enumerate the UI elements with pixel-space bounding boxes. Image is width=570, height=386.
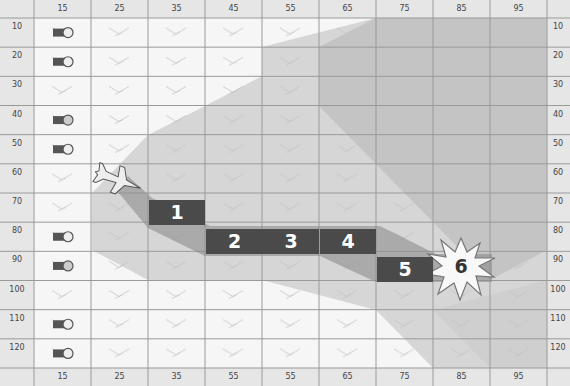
path-step: 2 (206, 229, 263, 254)
row-label: 10 (12, 23, 22, 31)
row-label: 50 (12, 140, 22, 148)
row-label: 30 (553, 81, 563, 89)
row-label: 110 (550, 315, 565, 323)
row-label: 80 (12, 227, 22, 235)
column-label: 95 (513, 5, 523, 13)
column-label: 55 (228, 373, 238, 381)
row-label: 40 (12, 111, 22, 119)
column-label: 95 (513, 373, 523, 381)
column-label: 55 (285, 373, 295, 381)
column-label: 25 (114, 5, 124, 13)
row-label: 40 (553, 111, 563, 119)
column-label: 35 (171, 5, 181, 13)
column-label: 65 (342, 373, 352, 381)
column-label: 85 (456, 5, 466, 13)
column-label: 65 (342, 5, 352, 13)
path-step: 3 (263, 229, 319, 254)
column-label: 85 (456, 373, 466, 381)
path-step: 6 (435, 254, 487, 279)
path-step: 5 (377, 257, 433, 282)
step-number: 6 (454, 257, 467, 276)
step-number: 2 (228, 232, 241, 251)
row-label: 80 (553, 227, 563, 235)
row-label: 60 (12, 169, 22, 177)
column-label: 15 (57, 373, 67, 381)
step-number: 1 (170, 203, 183, 222)
row-label: 50 (553, 140, 563, 148)
step-number: 5 (398, 260, 411, 279)
step-number: 4 (341, 232, 354, 251)
row-label: 120 (9, 344, 24, 352)
row-label: 20 (553, 52, 563, 60)
unit-icons (53, 28, 73, 359)
column-label: 25 (114, 373, 124, 381)
column-label: 55 (285, 5, 295, 13)
column-label: 45 (228, 5, 238, 13)
step-number: 3 (284, 232, 297, 251)
row-label: 30 (12, 81, 22, 89)
row-label: 60 (553, 169, 563, 177)
path-step: 1 (149, 200, 205, 225)
row-label: 70 (553, 198, 563, 206)
row-label: 120 (550, 344, 565, 352)
row-label: 70 (12, 198, 22, 206)
row-label: 100 (9, 286, 24, 294)
row-label: 110 (9, 315, 24, 323)
column-label: 35 (171, 373, 181, 381)
column-label: 15 (57, 5, 67, 13)
column-label: 75 (399, 5, 409, 13)
row-label: 90 (12, 256, 22, 264)
row-label: 20 (12, 52, 22, 60)
path-step: 4 (320, 229, 376, 254)
row-label: 90 (553, 256, 563, 264)
row-label: 10 (553, 23, 563, 31)
column-label: 75 (399, 373, 409, 381)
aircraft (91, 159, 146, 202)
row-label: 100 (550, 286, 565, 294)
explosion (427, 238, 495, 300)
